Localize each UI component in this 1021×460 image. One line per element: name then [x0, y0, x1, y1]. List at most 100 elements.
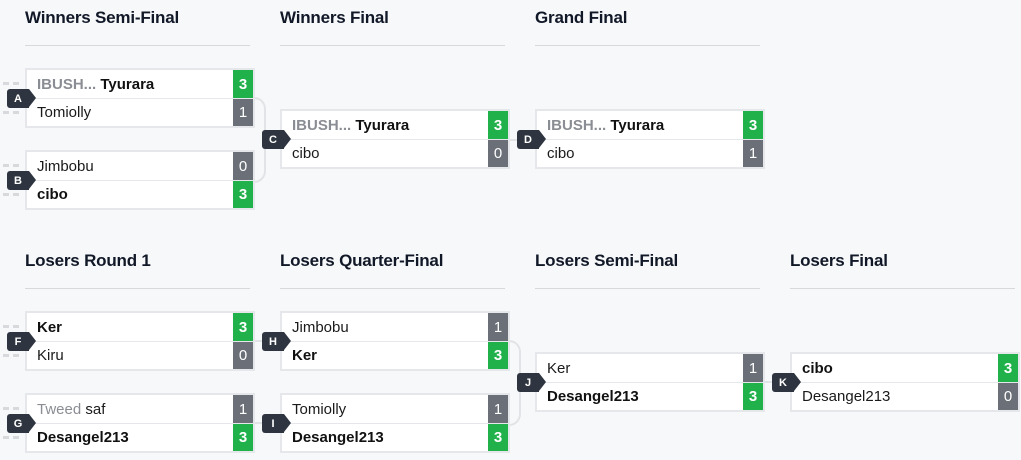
round-title-winners-semi: Winners Semi-Final	[25, 8, 179, 27]
connector-stub	[3, 82, 21, 85]
player-name: saf	[85, 400, 106, 418]
score: 1	[233, 395, 253, 423]
match-g[interactable]: Tweed saf 1 Desangel213 3	[25, 393, 255, 453]
match-c[interactable]: IBUSH... Tyurara 3 cibo 0	[280, 109, 510, 169]
match-a[interactable]: IBUSH... Tyurara 3 Tomiolly 1	[25, 68, 255, 128]
score: 1	[743, 140, 763, 167]
match-b-player-1[interactable]: Jimbobu 0	[27, 152, 253, 180]
score: 1	[488, 313, 508, 341]
match-label-h: H	[262, 332, 291, 351]
connector-stub	[3, 354, 21, 357]
match-d[interactable]: IBUSH... Tyurara 3 cibo 1	[535, 109, 765, 169]
match-c-player-1[interactable]: IBUSH... Tyurara 3	[282, 111, 508, 139]
match-d-player-1[interactable]: IBUSH... Tyurara 3	[537, 111, 763, 139]
player-name: Desangel213	[37, 429, 129, 446]
match-j-player-2[interactable]: Desangel213 3	[537, 382, 763, 410]
team-prefix: IBUSH...	[292, 116, 352, 134]
match-i-player-1[interactable]: Tomiolly 1	[282, 395, 508, 423]
score: 3	[488, 424, 508, 451]
match-label-j: J	[517, 373, 546, 392]
round-title-losers-r1: Losers Round 1	[25, 251, 151, 270]
player-name: Tyurara	[610, 116, 665, 134]
score: 3	[743, 383, 763, 410]
player-name: Ker	[37, 318, 63, 336]
match-a-player-2[interactable]: Tomiolly 1	[27, 98, 253, 126]
match-g-player-2[interactable]: Desangel213 3	[27, 423, 253, 451]
score: 3	[233, 70, 253, 98]
match-h-player-1[interactable]: Jimbobu 1	[282, 313, 508, 341]
connector-stub	[3, 193, 21, 196]
score: 3	[488, 342, 508, 369]
round-title-losers-semi: Losers Semi-Final	[535, 251, 679, 270]
team-prefix: IBUSH...	[37, 75, 97, 93]
match-i[interactable]: Tomiolly 1 Desangel213 3	[280, 393, 510, 453]
score: 3	[488, 111, 508, 139]
match-label-d: D	[517, 130, 546, 149]
round-title-losers-final: Losers Final	[790, 251, 888, 270]
match-b[interactable]: Jimbobu 0 cibo 3	[25, 150, 255, 210]
match-d-player-2[interactable]: cibo 1	[537, 139, 763, 167]
match-h[interactable]: Jimbobu 1 Ker 3	[280, 311, 510, 371]
score: 3	[998, 354, 1018, 382]
round-title-winners-final: Winners Final	[280, 8, 389, 27]
match-label-i: I	[262, 414, 291, 433]
player-name: Jimbobu	[292, 318, 349, 336]
match-g-player-1[interactable]: Tweed saf 1	[27, 395, 253, 423]
match-j[interactable]: Ker 1 Desangel213 3	[535, 352, 765, 412]
connector-stub	[3, 325, 21, 328]
score: 3	[233, 424, 253, 451]
score: 1	[488, 395, 508, 423]
round-title-losers-qf: Losers Quarter-Final	[280, 251, 444, 270]
player-name: cibo	[547, 145, 575, 162]
connector-stub	[3, 436, 21, 439]
match-label-a: A	[7, 89, 36, 108]
match-b-player-2[interactable]: cibo 3	[27, 180, 253, 208]
divider	[25, 288, 250, 289]
player-name: Tomiolly	[292, 400, 347, 418]
player-name: Kiru	[37, 347, 64, 364]
match-label-f: F	[7, 332, 36, 351]
match-f-player-2[interactable]: Kiru 0	[27, 341, 253, 369]
player-name: Tomiolly	[37, 104, 92, 121]
match-h-player-2[interactable]: Ker 3	[282, 341, 508, 369]
match-label-b: B	[7, 171, 36, 190]
match-f-player-1[interactable]: Ker 3	[27, 313, 253, 341]
player-name: Jimbobu	[37, 157, 94, 175]
score: 0	[998, 383, 1018, 410]
match-i-player-2[interactable]: Desangel213 3	[282, 423, 508, 451]
score: 3	[743, 111, 763, 139]
match-label-c: C	[262, 130, 291, 149]
score: 0	[233, 152, 253, 180]
match-k-player-1[interactable]: cibo 3	[792, 354, 1018, 382]
player-name: cibo	[292, 145, 320, 162]
player-name: Desangel213	[802, 388, 891, 405]
score: 1	[743, 354, 763, 382]
divider	[25, 45, 250, 46]
connector-stub	[3, 111, 21, 114]
match-j-player-1[interactable]: Ker 1	[537, 354, 763, 382]
match-k-player-2[interactable]: Desangel213 0	[792, 382, 1018, 410]
divider	[535, 288, 760, 289]
player-name: cibo	[802, 359, 833, 377]
score: 0	[233, 342, 253, 369]
score: 1	[233, 99, 253, 126]
score: 0	[488, 140, 508, 167]
player-name: cibo	[37, 186, 68, 203]
player-name: Ker	[292, 347, 318, 364]
connector-stub	[3, 407, 21, 410]
score: 3	[233, 181, 253, 208]
match-a-player-1[interactable]: IBUSH... Tyurara 3	[27, 70, 253, 98]
player-name: Tyurara	[355, 116, 410, 134]
score: 3	[233, 313, 253, 341]
match-f[interactable]: Ker 3 Kiru 0	[25, 311, 255, 371]
match-k[interactable]: cibo 3 Desangel213 0	[790, 352, 1020, 412]
player-name: Ker	[547, 359, 571, 377]
team-prefix: Tweed	[37, 400, 82, 418]
player-name: Tyurara	[100, 75, 155, 93]
divider	[535, 45, 760, 46]
match-c-player-2[interactable]: cibo 0	[282, 139, 508, 167]
player-name: Desangel213	[292, 429, 384, 446]
divider	[280, 45, 505, 46]
player-name: Desangel213	[547, 388, 639, 405]
divider	[790, 288, 1015, 289]
